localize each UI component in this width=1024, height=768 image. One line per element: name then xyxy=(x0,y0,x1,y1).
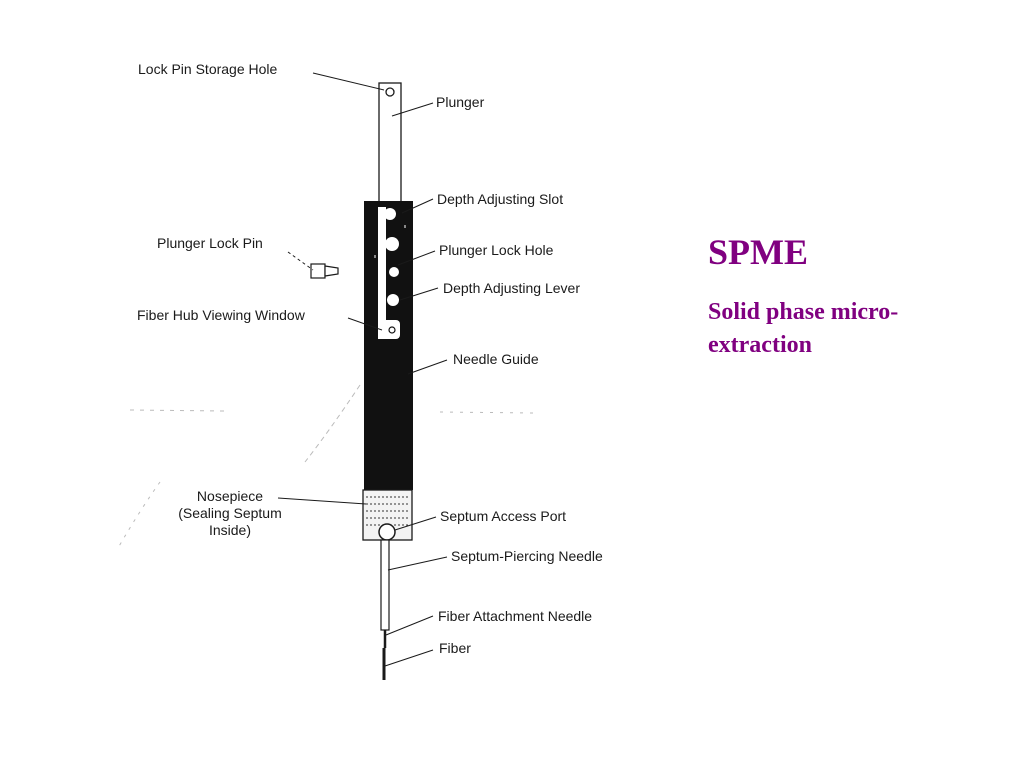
leader-nosepiece xyxy=(277,497,367,505)
slot-channel xyxy=(378,207,386,339)
label-plunger: Plunger xyxy=(436,94,485,110)
label-depth-adjusting-lever: Depth Adjusting Lever xyxy=(443,280,580,296)
leader-depth-adjusting-slot xyxy=(401,198,434,214)
leader-needle-guide xyxy=(407,359,448,375)
label-depth-adjusting-slot: Depth Adjusting Slot xyxy=(437,191,564,207)
label-septum-access-port: Septum Access Port xyxy=(440,508,567,524)
scan-artifact-dash xyxy=(439,411,536,414)
leader-fiber xyxy=(384,649,434,667)
label-nosepiece: Nosepiece (Sealing Septum Inside) xyxy=(160,488,300,539)
septum-piercing-needle xyxy=(380,539,390,631)
slot-notch xyxy=(389,267,399,277)
slot-notch xyxy=(384,208,396,220)
label-fiber-hub-viewing-window: Fiber Hub Viewing Window xyxy=(137,307,305,323)
plunger-lock-pin xyxy=(310,263,339,279)
leader-fiber-attachment-needle xyxy=(385,615,434,636)
leader-depth-adjusting-lever xyxy=(399,287,439,301)
label-nosepiece-line2: (Sealing Septum xyxy=(178,505,282,521)
label-plunger-lock-hole: Plunger Lock Hole xyxy=(439,242,554,258)
scan-artifact-dash xyxy=(129,409,226,412)
leader-lock-pin-storage-hole xyxy=(312,72,385,91)
depth-adjusting-slot xyxy=(378,207,400,339)
slot-notch xyxy=(387,294,399,306)
scan-artifacts xyxy=(117,384,536,549)
slide-title: SPME xyxy=(708,232,809,272)
leader-fiber-hub-viewing-window xyxy=(347,317,383,331)
leader-septum-access-port xyxy=(394,516,437,531)
label-fiber-attachment-needle: Fiber Attachment Needle xyxy=(438,608,593,624)
label-nosepiece-line3: Inside) xyxy=(208,522,252,538)
leader-septum-piercing-needle xyxy=(387,556,448,571)
slide-subtitle: Solid phase micro-extraction xyxy=(708,299,899,358)
slot-notch xyxy=(385,237,399,251)
label-needle-guide: Needle Guide xyxy=(453,351,539,367)
lock-pin-storage-hole xyxy=(385,87,395,97)
label-lock-pin-storage-hole: Lock Pin Storage Hole xyxy=(138,61,278,77)
leader-plunger-lock-hole xyxy=(397,250,436,266)
leader-lines xyxy=(277,72,448,667)
septum-access-port xyxy=(378,523,396,541)
label-septum-piercing-needle: Septum-Piercing Needle xyxy=(451,548,603,564)
label-fiber: Fiber xyxy=(439,640,471,656)
scan-artifact-curve xyxy=(117,481,161,549)
scan-artifact-curve xyxy=(304,384,361,463)
label-plunger-lock-pin: Plunger Lock Pin xyxy=(157,235,263,251)
leader-plunger xyxy=(391,102,434,117)
plunger-lock-hole xyxy=(388,326,396,334)
plunger-rod xyxy=(378,82,402,203)
leader-plunger-lock-pin xyxy=(287,251,314,271)
label-nosepiece-line1: Nosepiece xyxy=(196,488,264,504)
